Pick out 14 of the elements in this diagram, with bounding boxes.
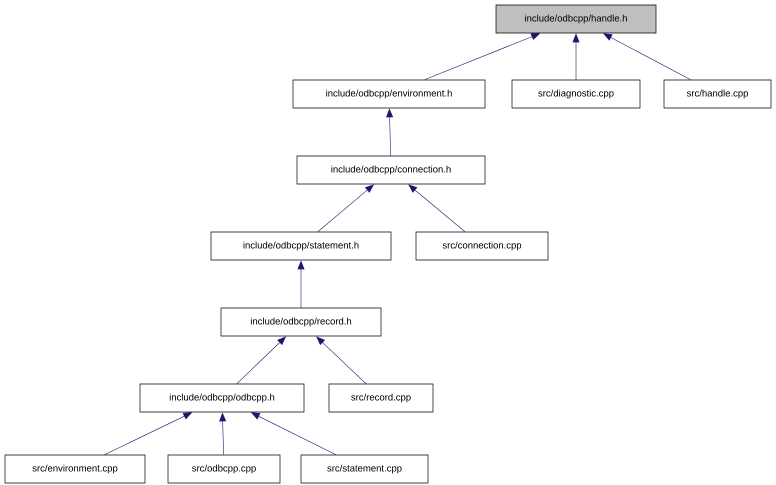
file-box: src/connection.cpp bbox=[416, 232, 548, 260]
file-box: include/odbcpp/environment.h bbox=[292, 80, 486, 108]
file-box: src/record.cpp bbox=[328, 384, 434, 412]
file-box: src/handle.cpp bbox=[664, 80, 772, 108]
file-box: src/environment.cpp bbox=[4, 454, 146, 484]
arrow bbox=[603, 33, 691, 80]
file-box: include/odbcpp/record.h bbox=[220, 308, 382, 336]
file-box: include/odbcpp/odbcpp.h bbox=[140, 384, 304, 412]
file-box: include/odbcpp/connection.h bbox=[296, 156, 486, 184]
file-box: include/odbcpp/statement.h bbox=[210, 232, 392, 260]
file-box: src/statement.cpp bbox=[300, 454, 428, 484]
file-box: src/diagnostic.cpp bbox=[512, 80, 640, 108]
file-box: include/odbcpp/handle.h bbox=[496, 4, 656, 34]
file-box: src/odbcpp.cpp bbox=[168, 454, 280, 484]
